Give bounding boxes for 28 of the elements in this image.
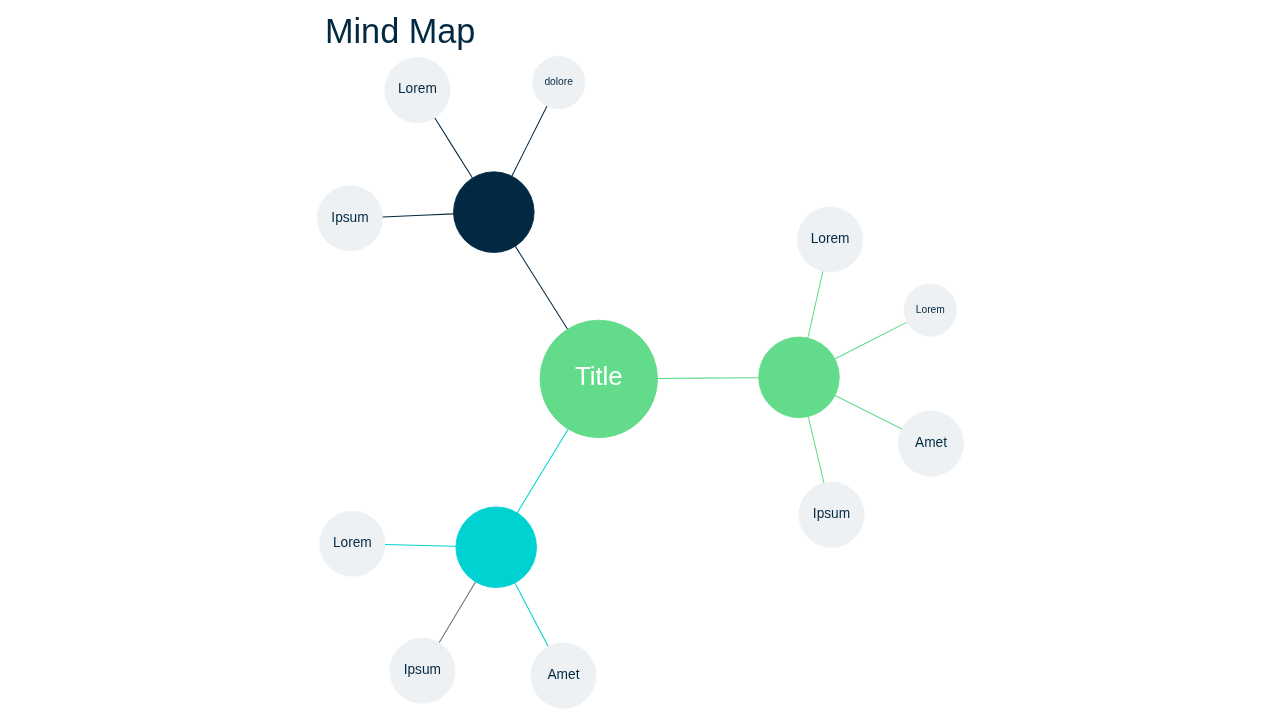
node-circle <box>757 336 840 419</box>
node-circle: Title <box>539 319 658 439</box>
node-circle: Lorem <box>318 510 385 577</box>
node-circle: Lorem <box>903 283 957 337</box>
node-circle: Lorem <box>796 206 863 273</box>
node-circle <box>452 171 535 253</box>
connector <box>516 428 569 514</box>
connector <box>381 213 454 218</box>
node-circle: Lorem <box>383 57 450 124</box>
connector <box>656 377 759 379</box>
connector <box>438 581 476 644</box>
node-circle: Ipsum <box>388 637 455 704</box>
connector <box>384 544 456 547</box>
node-circle: dolore <box>531 56 585 110</box>
connector <box>807 416 824 484</box>
connector <box>513 582 549 647</box>
node-circle: Ipsum <box>316 185 383 252</box>
node-circle: Amet <box>529 642 596 709</box>
node-circle: Ipsum <box>798 481 864 548</box>
connector <box>514 245 568 330</box>
connector <box>433 117 473 179</box>
node-circle <box>455 506 537 588</box>
diagram-title: Mind Map <box>324 11 475 50</box>
connector <box>833 321 907 360</box>
connector <box>834 394 902 430</box>
connector <box>510 105 547 177</box>
node-circle: Amet <box>897 410 964 477</box>
connector <box>806 270 823 339</box>
